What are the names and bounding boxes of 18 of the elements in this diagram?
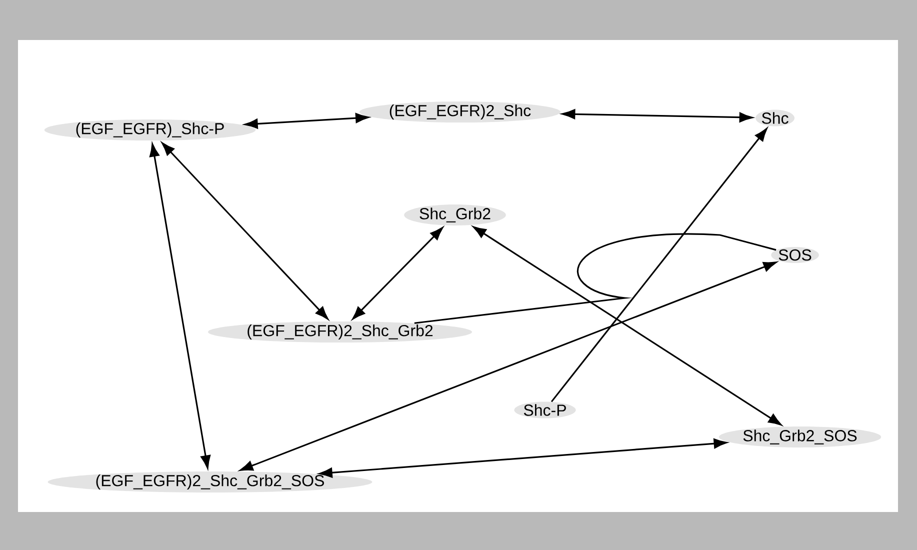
arrow xyxy=(562,109,753,122)
species-node: SOS xyxy=(771,246,819,263)
species-node: Shc_Grb2 xyxy=(404,204,506,226)
arrow xyxy=(149,143,211,469)
arrow xyxy=(550,128,768,402)
arrow xyxy=(240,262,777,471)
species-node: (EGF_EGFR)_Shc-P xyxy=(44,119,256,141)
arrow xyxy=(162,142,328,320)
arrow xyxy=(244,113,369,129)
species-node: Shc xyxy=(756,110,794,126)
species-node: Shc_Grb2_SOS xyxy=(718,426,882,448)
species-node: Shc-P xyxy=(514,402,576,418)
species-node: (EGF_EGFR)2_Shc_Grb2 xyxy=(208,321,472,343)
arrow xyxy=(472,226,782,426)
arrow xyxy=(319,438,727,478)
arrow xyxy=(352,227,444,320)
species-node: (EGF_EGFR)2_Shc xyxy=(359,101,561,123)
species-node: (EGF_EGFR)2_Shc_Grb2_SOS xyxy=(48,471,372,493)
